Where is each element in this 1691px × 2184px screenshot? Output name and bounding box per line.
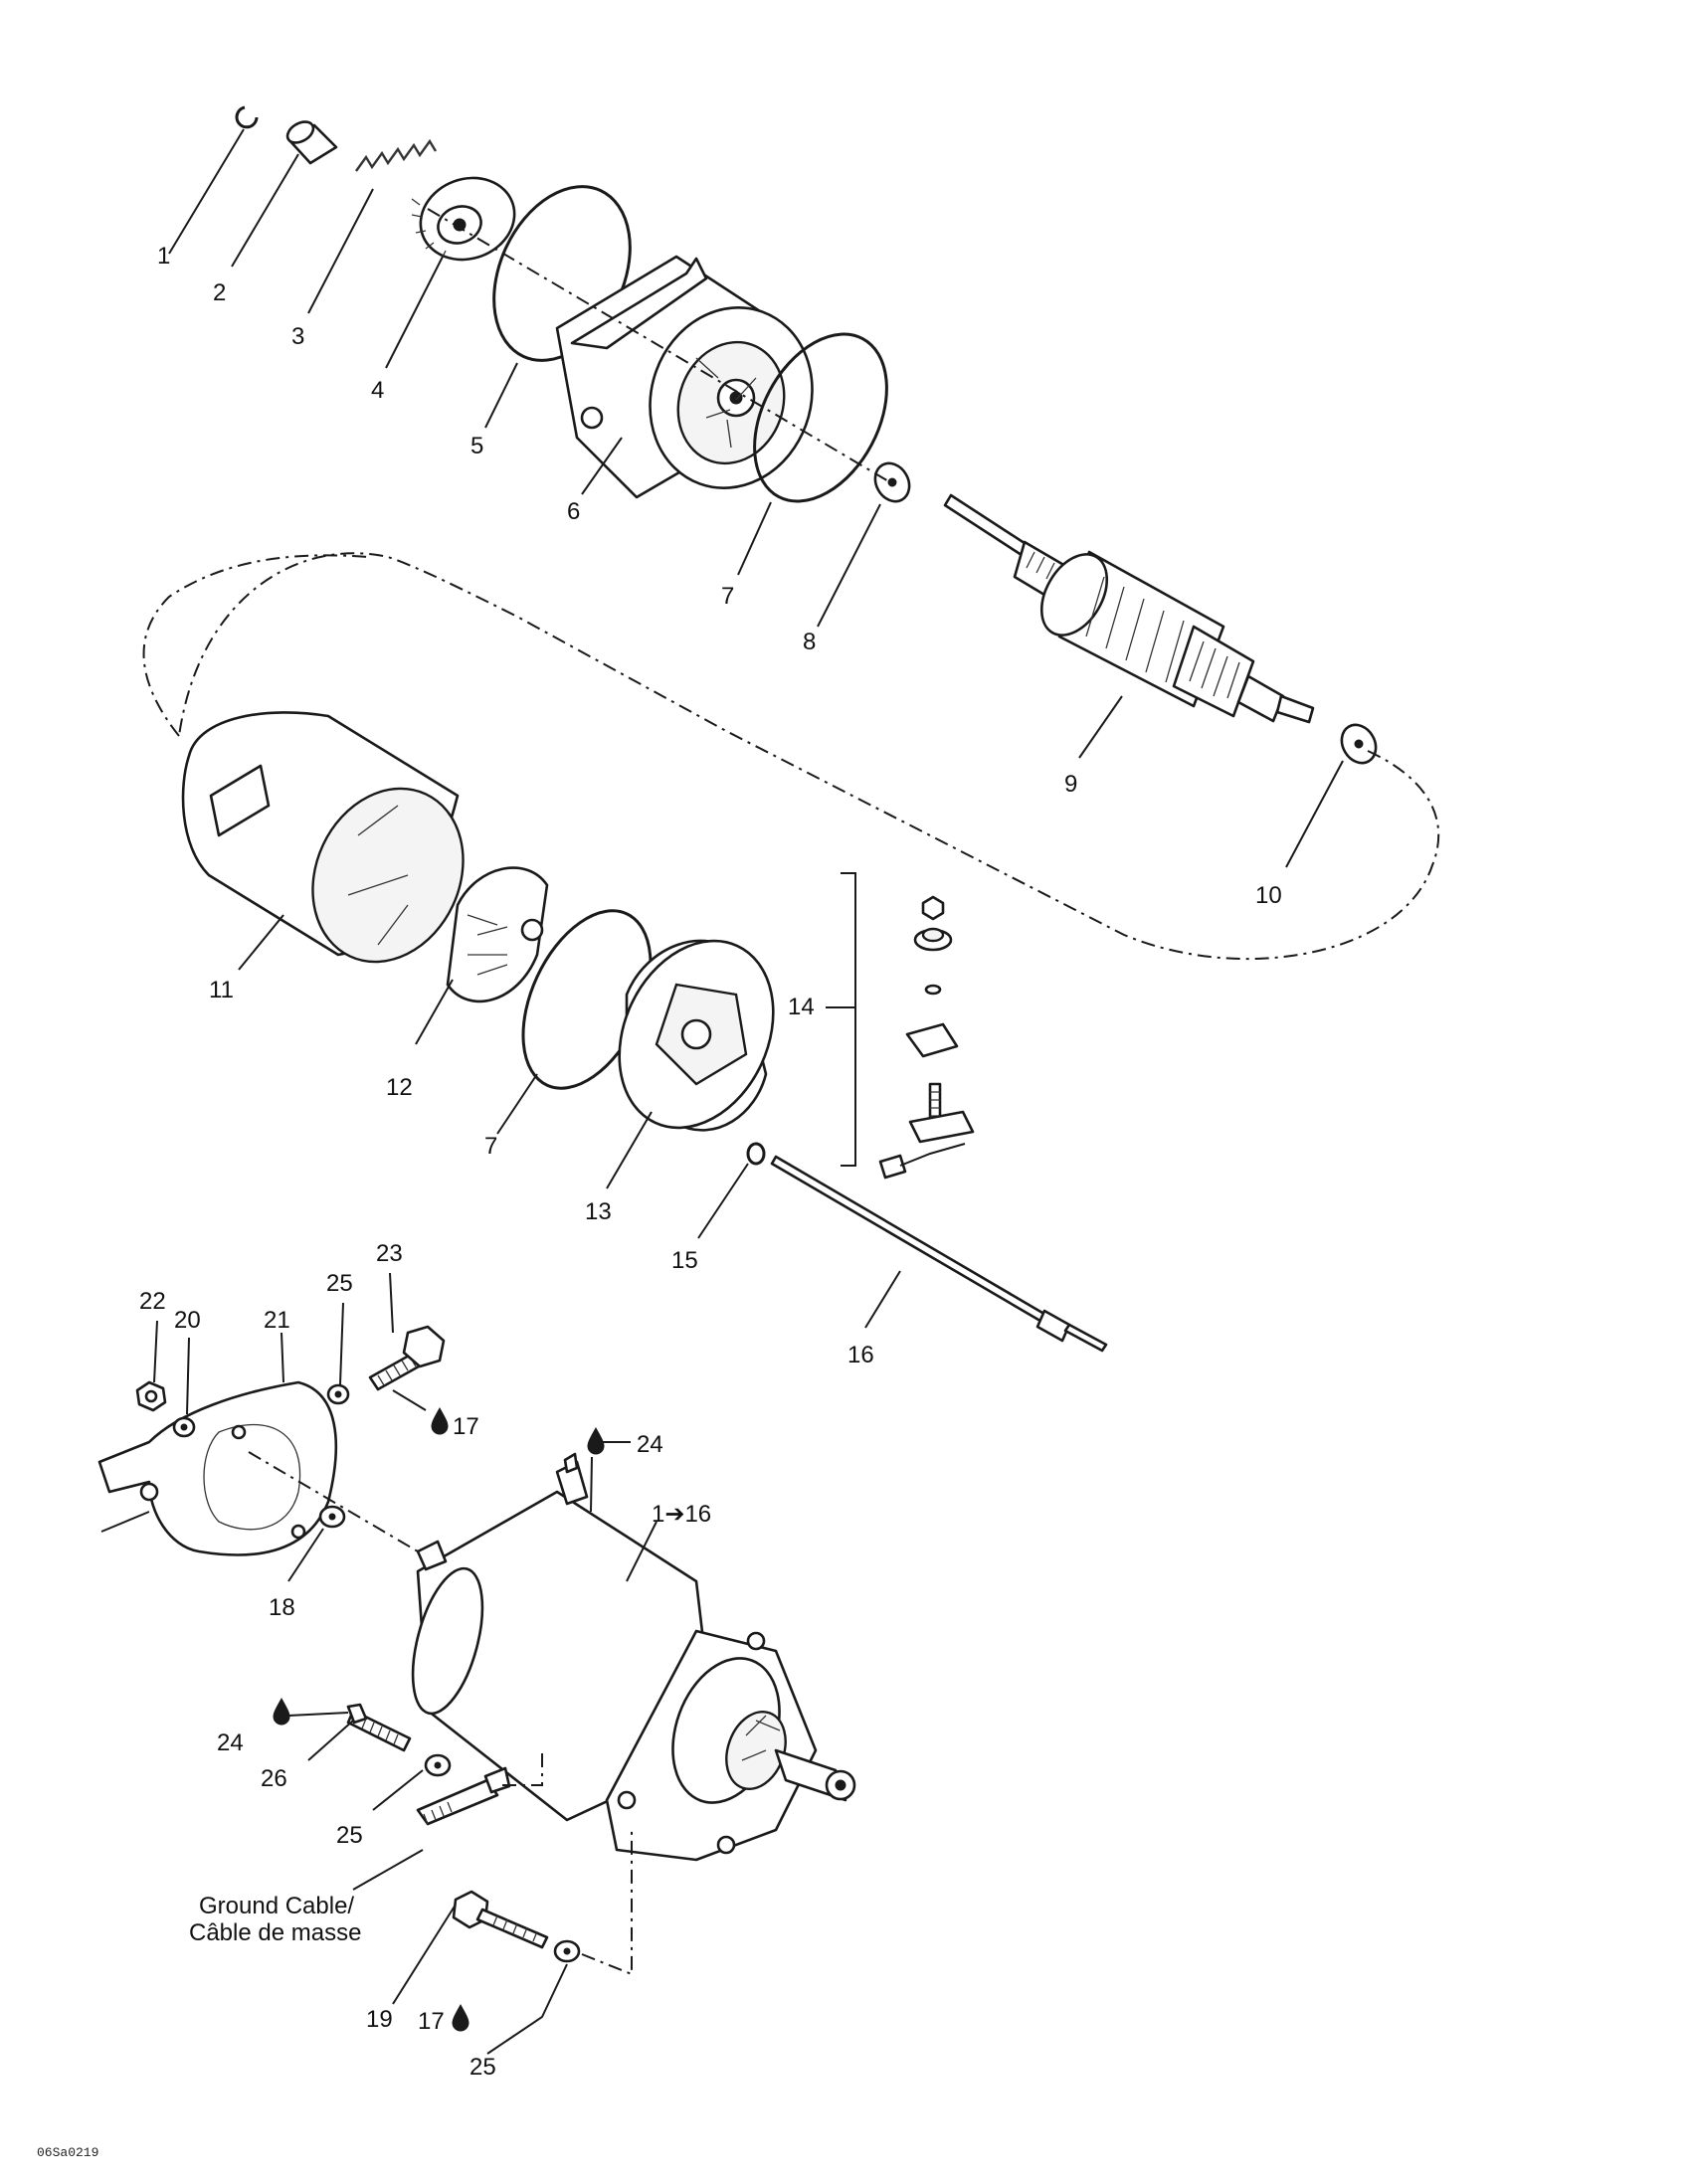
callout-17-bottom: 17: [418, 2008, 445, 2035]
callout-6: 6: [567, 498, 580, 525]
callout-20: 20: [174, 1307, 201, 1334]
ground-cable-label-fr: Câble de masse: [189, 1919, 361, 1946]
callout-15: 15: [671, 1247, 698, 1274]
starter-motor-assembly: [411, 1452, 856, 1862]
part-washer-18: [318, 1505, 346, 1529]
callout-11: 11: [209, 977, 234, 1003]
callout-22: 22: [139, 1288, 166, 1315]
callout-21: 21: [264, 1307, 290, 1334]
leader-lines: [153, 128, 1344, 2055]
drop-icon: [431, 1406, 449, 1435]
callout-8: 8: [803, 629, 816, 655]
mount-bolt-axis: [581, 1830, 633, 1976]
bracket-edge-line: [100, 1511, 150, 1533]
part-brush-plate: [446, 866, 549, 1002]
part-armature: [943, 493, 1315, 724]
part-bolt-26: [346, 1703, 412, 1752]
ground-cable-label-en: Ground Cable/: [199, 1893, 354, 1919]
part-front-housing: [555, 255, 814, 499]
part-small-o-ring: [746, 1142, 766, 1166]
part-nut: [135, 1380, 167, 1412]
callout-24-top: 24: [637, 1431, 663, 1458]
part-ground-cable-end: [416, 1766, 511, 1826]
callout-26: 26: [261, 1765, 287, 1792]
callout-14: 14: [788, 994, 815, 1020]
part-pinion-drive: [411, 176, 516, 262]
part-bolt-19: [452, 1890, 549, 1949]
callout-5: 5: [470, 433, 483, 459]
assembly-loop-line-top: [142, 554, 369, 737]
callout-7-top: 7: [721, 583, 734, 610]
part-washer-25-top: [326, 1383, 350, 1405]
callout-3: 3: [291, 323, 304, 350]
part-washer-20: [172, 1416, 196, 1438]
callout-25-top: 25: [326, 1270, 353, 1297]
part-spring: [355, 138, 438, 172]
part-washer-25-bottom: [553, 1939, 581, 1963]
callout-16: 16: [847, 1342, 874, 1368]
callout-12: 12: [386, 1074, 413, 1101]
callout-9: 9: [1064, 771, 1077, 798]
callout-4: 4: [371, 377, 384, 404]
drop-icon: [587, 1426, 605, 1455]
part-thrust-washer: [873, 461, 911, 503]
callout-25-bottom: 25: [470, 2054, 496, 2081]
callout-7-bottom: 7: [484, 1133, 497, 1160]
callout-labels: 1 2 3 4 5 6 7 8 9 10 11 12 7 13 14 15 16…: [139, 243, 1282, 2081]
part-rear-washer: [1340, 723, 1378, 765]
part-terminal-kit: [826, 872, 975, 1180]
part-mounting-bracket: [97, 1380, 338, 1556]
callout-19: 19: [366, 2006, 393, 2033]
part-stop-collar: [285, 120, 338, 165]
part-rear-cover: [618, 939, 775, 1132]
callout-18: 18: [269, 1594, 295, 1621]
drop-icon: [273, 1697, 290, 1726]
callout-25-mid: 25: [336, 1822, 363, 1849]
assembly-loop-line: [178, 552, 1440, 960]
part-circlip: [235, 105, 259, 129]
callout-13: 13: [585, 1198, 612, 1225]
callout-assembly: 1➔16: [652, 1501, 711, 1528]
callout-24-bottom: 24: [217, 1729, 244, 1756]
callout-17-top: 17: [453, 1413, 479, 1440]
part-bolt-23: [368, 1325, 446, 1391]
diagram-code: 06Sa0219: [37, 2145, 98, 2160]
callout-1: 1: [157, 243, 170, 270]
part-through-bolt: [770, 1155, 1108, 1353]
drop-icon: [452, 2003, 470, 2032]
part-o-ring-mid: [753, 332, 888, 503]
ground-cable-axis: [502, 1750, 543, 1786]
part-washer-25-mid: [424, 1753, 452, 1777]
callout-2: 2: [213, 279, 226, 306]
assembly-axis-top: [427, 208, 891, 483]
bracket-axis: [248, 1451, 419, 1552]
callout-10: 10: [1255, 882, 1282, 909]
callout-23: 23: [376, 1240, 403, 1267]
part-yoke-housing: [181, 711, 465, 964]
